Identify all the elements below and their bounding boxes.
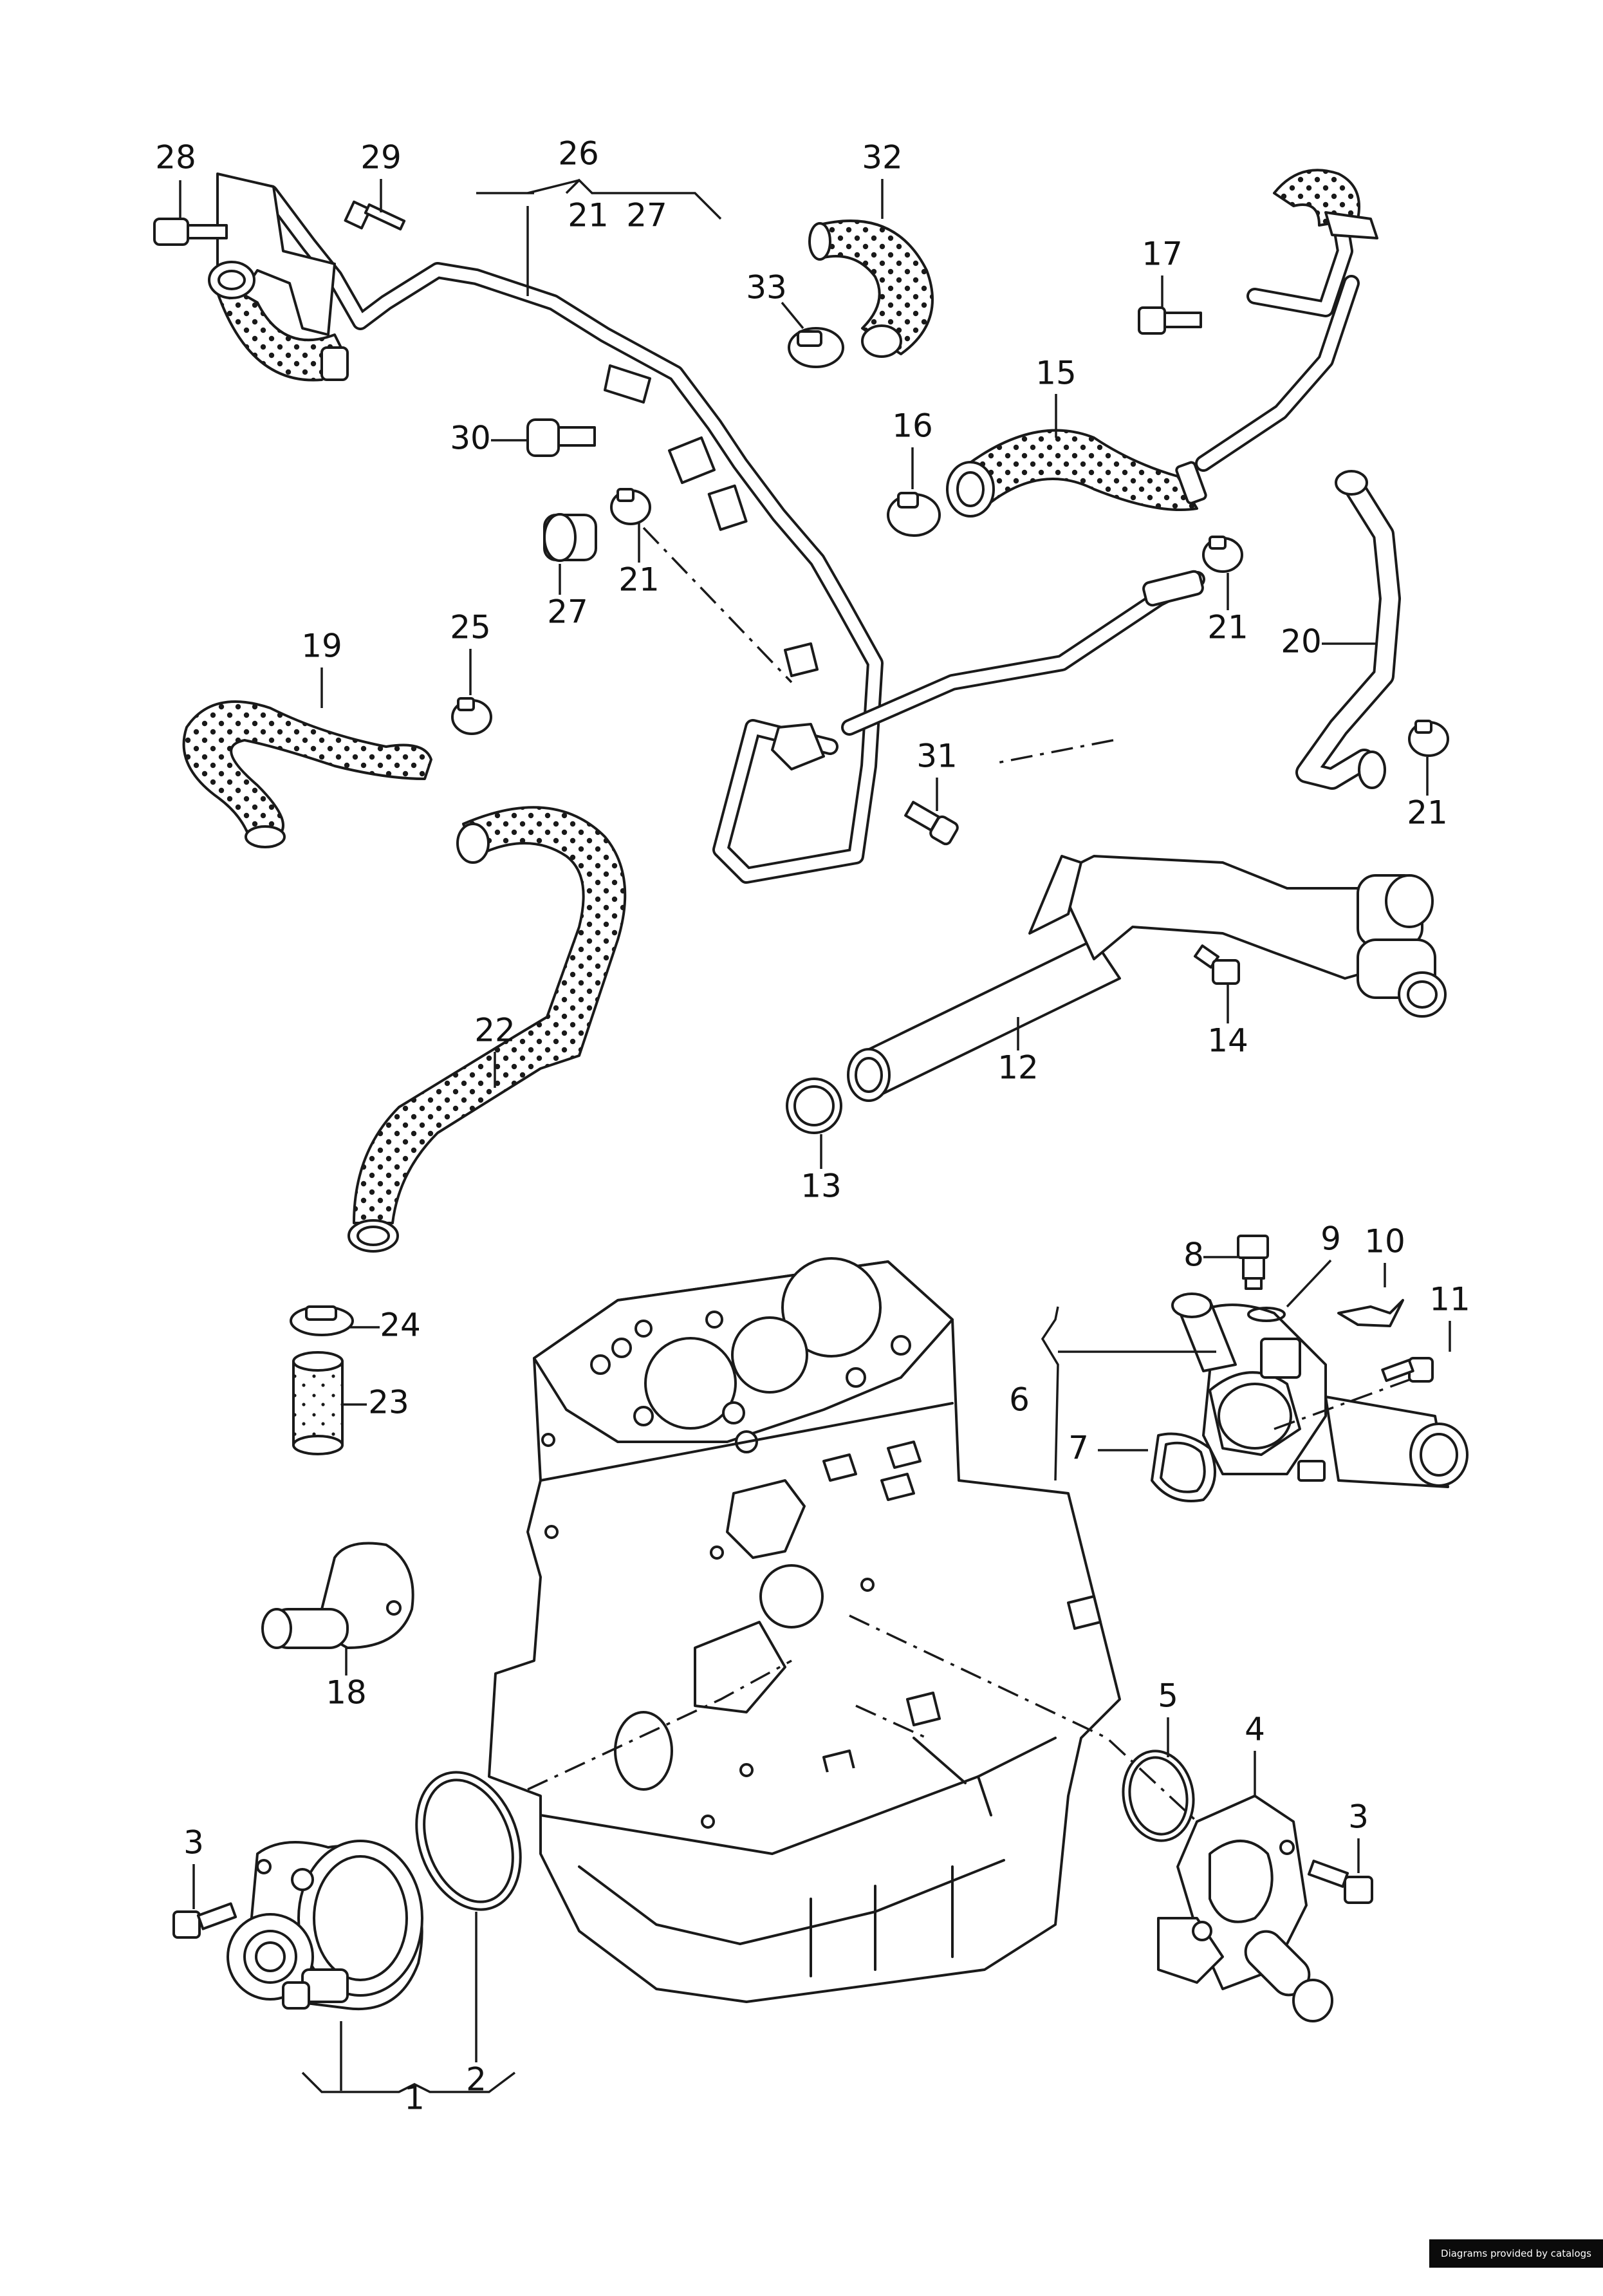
callout-13: 13 — [801, 1168, 842, 1205]
bolt-11 — [1381, 1357, 1434, 1383]
leader-lines — [179, 178, 1451, 2093]
callout-21: 21 — [618, 561, 660, 599]
callout-21: 21 — [1207, 609, 1248, 646]
pipe-12 — [847, 855, 1447, 1102]
clamp-25 — [451, 697, 492, 735]
callout-3: 3 — [1348, 1798, 1369, 1836]
callout-15: 15 — [1035, 355, 1077, 392]
callout-7: 7 — [1068, 1430, 1089, 1467]
clamp-24 — [290, 1305, 354, 1336]
assembly-lines — [527, 527, 1416, 1823]
callout-29: 29 — [360, 139, 402, 176]
callout-5: 5 — [1158, 1677, 1178, 1715]
hose-23 — [292, 1351, 344, 1455]
callout-24: 24 — [380, 1307, 421, 1344]
callout-31: 31 — [916, 738, 958, 775]
engine-block — [488, 1257, 1121, 2003]
callout-2: 2 — [466, 2061, 486, 2098]
callout-4: 4 — [1245, 1711, 1265, 1748]
coolant-pipe-26 — [217, 185, 1205, 884]
callout-28: 28 — [155, 139, 196, 176]
hose-20 — [1295, 470, 1401, 790]
bolt-31 — [904, 801, 959, 846]
callout-23: 23 — [368, 1384, 409, 1421]
hose-19 — [182, 700, 432, 848]
callout-33: 33 — [746, 269, 787, 306]
callout-12: 12 — [997, 1049, 1039, 1087]
water-pump-1 — [227, 1840, 423, 2011]
clamp-33 — [788, 327, 844, 368]
callout-3: 3 — [183, 1824, 204, 1862]
o-ring-5 — [1122, 1750, 1195, 1842]
clamp-21 — [610, 488, 1449, 757]
o-ring-2 — [415, 1771, 522, 1911]
callout-21: 21 — [1407, 794, 1448, 832]
callout-10: 10 — [1364, 1223, 1405, 1260]
cap-27 — [543, 513, 597, 562]
callout-25: 25 — [450, 609, 491, 646]
callout-30: 30 — [450, 420, 491, 457]
callout-14: 14 — [1207, 1022, 1248, 1059]
sensor-8 — [1237, 1235, 1269, 1290]
gasket-7 — [1151, 1432, 1216, 1502]
callout-18: 18 — [326, 1674, 367, 1712]
callout-21: 21 — [568, 197, 609, 234]
callout-6: 6 — [1009, 1381, 1030, 1419]
seal-13 — [786, 1078, 842, 1134]
callout-27: 27 — [547, 593, 588, 631]
callout-27: 27 — [626, 197, 667, 234]
clip-10 — [1337, 1299, 1404, 1327]
thermostat-housing-6 — [1171, 1293, 1469, 1488]
callout-17: 17 — [1142, 236, 1183, 273]
connector-18 — [261, 1542, 414, 1649]
callout-32: 32 — [862, 139, 903, 176]
callout-11: 11 — [1429, 1281, 1470, 1318]
bracket-28 — [153, 173, 406, 382]
callout-20: 20 — [1281, 623, 1322, 660]
bolt-30 — [526, 418, 596, 457]
callout-26: 26 — [558, 135, 599, 173]
hose-32 — [808, 219, 934, 358]
hose-22 — [347, 806, 627, 1253]
pipe-15-20 — [1195, 169, 1378, 472]
thermostat-4 — [1157, 1795, 1333, 2022]
callout-19: 19 — [301, 628, 342, 665]
clamp-16 — [887, 492, 941, 537]
callout-1: 1 — [404, 2080, 425, 2117]
bolt-3 — [172, 1860, 1373, 1939]
seal-9 — [1247, 1307, 1286, 1322]
hose-15 — [946, 429, 1207, 518]
callout-8: 8 — [1183, 1237, 1204, 1274]
callout-22: 22 — [474, 1012, 515, 1049]
callout-9: 9 — [1320, 1220, 1341, 1258]
bolt-17 — [1138, 306, 1202, 335]
bolt-14 — [1193, 944, 1240, 985]
credit-banner: Diagrams provided by catalogs parts — [1429, 2239, 1603, 2288]
callout-16: 16 — [892, 407, 933, 445]
